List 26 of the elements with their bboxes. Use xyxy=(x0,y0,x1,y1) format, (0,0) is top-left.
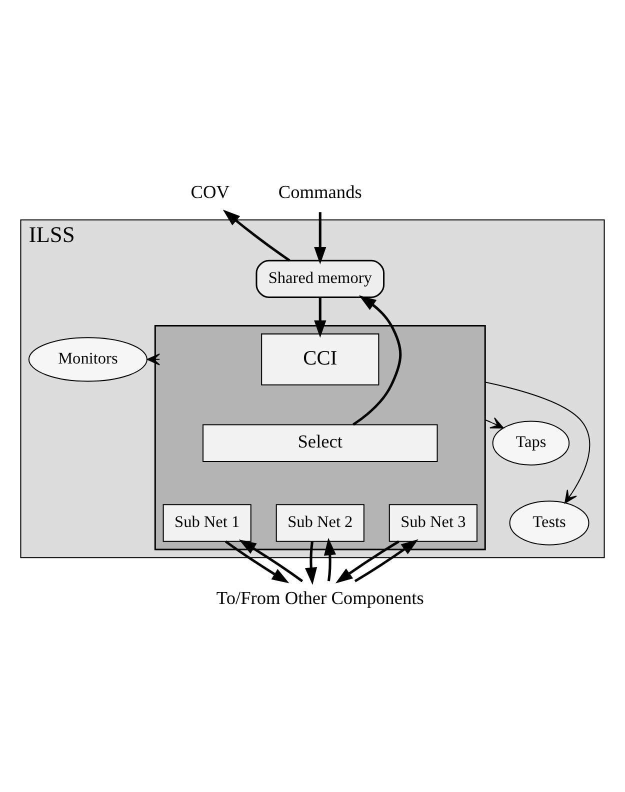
arrow xyxy=(354,538,418,582)
node-box: Sub Net 2 xyxy=(276,504,364,542)
node-box: Sub Net 3 xyxy=(388,504,478,542)
arrow xyxy=(314,212,326,264)
node-text: To/From Other Components xyxy=(216,588,424,608)
node-box: CCI xyxy=(261,332,380,385)
arrow xyxy=(224,540,290,583)
node-box: Select xyxy=(202,424,438,462)
arrow xyxy=(222,209,290,262)
arrow xyxy=(352,294,402,426)
arrow xyxy=(146,352,160,365)
node-text: Commands xyxy=(278,181,362,202)
node-box: Sub Net 1 xyxy=(162,504,252,542)
arrow xyxy=(324,537,336,581)
node-ellipse: Tests xyxy=(509,500,590,545)
cluster xyxy=(154,324,486,550)
arrow xyxy=(238,538,304,582)
arrow xyxy=(314,296,326,338)
node-ellipse: Monitors xyxy=(28,336,148,382)
arrow xyxy=(485,381,590,504)
arrow xyxy=(484,416,504,428)
node-ellipse: Taps xyxy=(492,420,570,465)
arrow xyxy=(335,540,400,583)
arrow xyxy=(305,541,318,584)
node-box: Shared memory xyxy=(256,259,385,298)
node-text: COV xyxy=(190,181,230,202)
